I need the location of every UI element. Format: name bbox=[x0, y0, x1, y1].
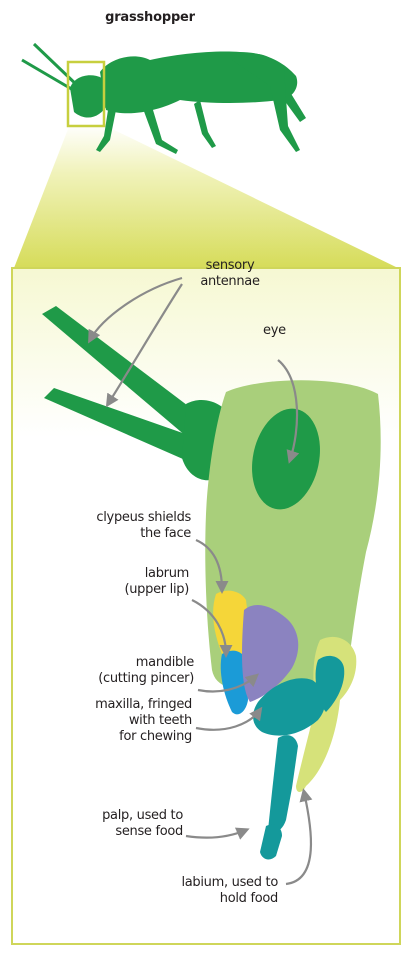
label-maxilla: maxilla, fringed with teeth for chewing bbox=[60, 697, 192, 745]
label-clypeus: clypeus shields the face bbox=[60, 510, 191, 542]
diagram-title: grasshopper bbox=[0, 10, 300, 25]
label-antennae: sensory antennae bbox=[186, 258, 274, 290]
label-labrum: labrum (upper lip) bbox=[80, 566, 189, 598]
grasshopper-silhouette bbox=[22, 44, 306, 154]
label-eye: eye bbox=[263, 323, 286, 339]
label-mandible: mandible (cutting pincer) bbox=[60, 655, 194, 687]
zoom-cone bbox=[14, 124, 398, 268]
label-palp: palp, used to sense food bbox=[60, 808, 183, 840]
label-labium: labium, used to hold food bbox=[150, 875, 278, 907]
